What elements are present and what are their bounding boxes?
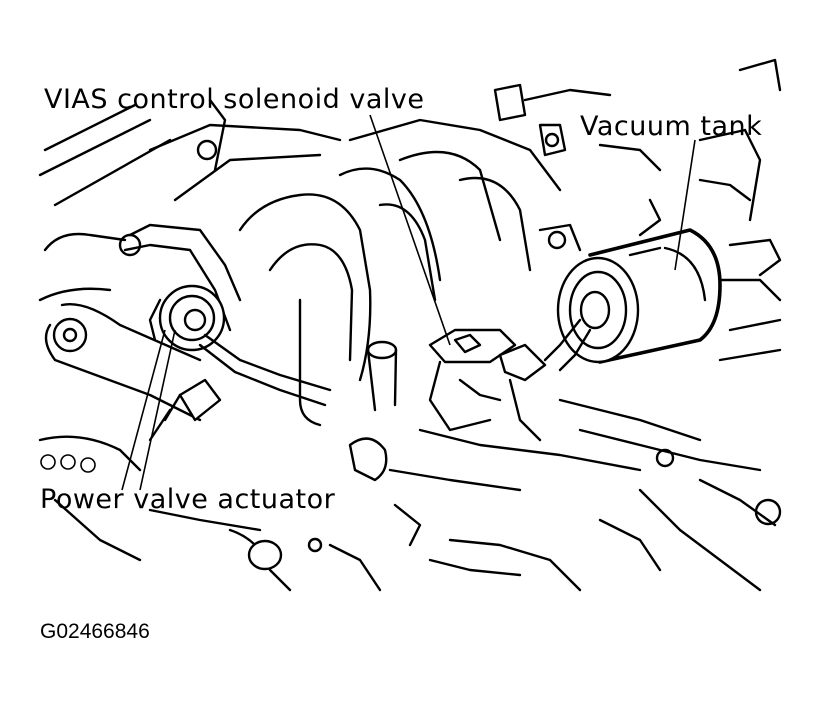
- figure-id: G02466846: [40, 620, 150, 643]
- leader-vacuum-tank: [674, 139, 696, 271]
- label-power-valve-actuator: Power valve actuator: [40, 484, 336, 515]
- leader-vias: [369, 114, 451, 346]
- label-vacuum-tank: Vacuum tank: [580, 111, 763, 142]
- callout-leaders: [121, 114, 696, 491]
- leader-power-valve-2: [121, 329, 166, 491]
- engine-bay-lineart: [38, 58, 782, 592]
- label-vias-control-solenoid-valve: VIAS control solenoid valve: [44, 84, 425, 115]
- leader-power-valve-1: [139, 329, 176, 491]
